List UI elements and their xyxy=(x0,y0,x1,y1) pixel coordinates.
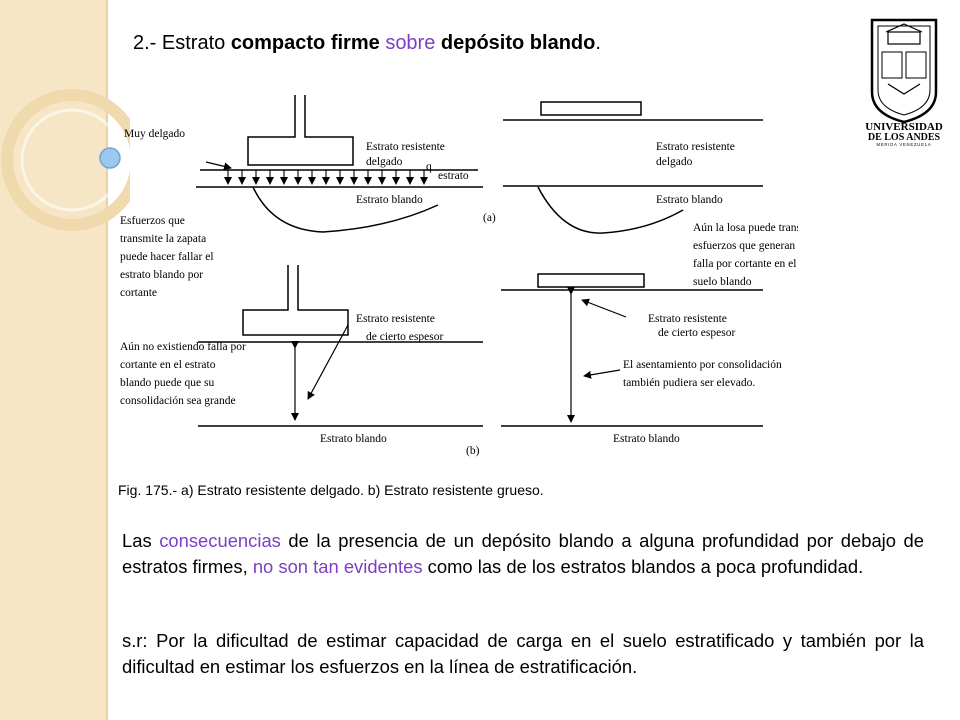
footing-b-left xyxy=(242,265,349,336)
logo-line-3: MERIDA VENEZUELA xyxy=(877,142,932,147)
failure-curve-a-right xyxy=(537,186,684,234)
label-er-cierto-right-1: Estrato resistente xyxy=(648,313,727,325)
label-er-cierto-left-2: de cierto espesor xyxy=(366,331,443,343)
note-a-left-1: Esfuerzos que xyxy=(120,215,185,227)
note-b-left-4: consolidación sea grande xyxy=(120,395,236,407)
logo-shield-inner xyxy=(877,25,931,116)
note-a-left-4: estrato blando por xyxy=(120,269,203,281)
logo-line-1: UNIVERSIDAD xyxy=(865,121,943,133)
label-q-estrato: estrato xyxy=(438,170,469,182)
leader-b-right-1 xyxy=(581,298,627,318)
title-bold-2: depósito blando xyxy=(440,32,596,54)
load-arrows xyxy=(224,170,428,185)
label-b: (b) xyxy=(466,445,480,457)
mat-a-right xyxy=(540,101,642,116)
arrow-muy-delgado xyxy=(205,161,232,171)
note-a-right-4: suelo blando xyxy=(693,276,752,288)
label-er-cierto-right-2: de cierto espesor xyxy=(658,327,735,339)
note-a-left-3: puede hacer fallar el xyxy=(120,251,214,263)
deco-bullet xyxy=(99,147,121,169)
deco-ring-inner xyxy=(20,108,124,212)
p1-part-3: como las de los estratos blandos a poca … xyxy=(422,556,864,577)
label-er-cierto-left-1: Estrato resistente xyxy=(356,313,435,325)
note-a-right-2: esfuerzos que generan la xyxy=(693,240,798,252)
label-a: (a) xyxy=(483,212,496,224)
label-er-delgado-right-2: delgado xyxy=(656,156,693,168)
label-estrato-blando-a-right: Estrato blando xyxy=(656,194,723,206)
footing-a-left xyxy=(247,95,354,166)
p1-part-2: de la presencia de un depósito blando a … xyxy=(122,530,924,577)
slide-title: 2.- Estrato compacto firme sobre depósit… xyxy=(133,32,601,55)
title-prefix: 2.- Estrato xyxy=(133,32,231,54)
note-a-right-3: falla por cortante en el xyxy=(693,258,796,270)
logo-book-right xyxy=(905,51,927,79)
foundation-diagram: Muy delgado Estrato resistente delgado q… xyxy=(120,95,798,457)
decorative-rings xyxy=(1,89,130,231)
logo-chevron xyxy=(887,83,921,95)
label-er-delgado-2: delgado xyxy=(366,156,403,168)
failure-curve-a-left xyxy=(252,186,439,233)
label-estrato-blando-a-left: Estrato blando xyxy=(356,194,423,206)
leader-b-right-2 xyxy=(583,369,621,379)
note-b-left-1: Aún no existiendo falla por xyxy=(120,341,246,353)
p1-purple-1: consecuencias xyxy=(159,530,281,551)
paragraph-consequences: Las consecuencias de la presencia de un … xyxy=(122,528,924,580)
logo-building xyxy=(887,31,921,45)
title-end: . xyxy=(595,32,601,54)
label-estrato-blando-b-left: Estrato blando xyxy=(320,433,387,445)
figure-caption: Fig. 175.- a) Estrato resistente delgado… xyxy=(118,482,544,498)
note-b-left-2: cortante en el estrato xyxy=(120,359,216,371)
logo-line-2: DE LOS ANDES xyxy=(868,132,941,143)
note-a-right-1: Aún la losa puede transmitir xyxy=(693,222,798,234)
note-a-left-2: transmite la zapata xyxy=(120,233,206,245)
p1-purple-2: no son tan evidentes xyxy=(252,556,423,577)
deco-ring-outer xyxy=(1,89,130,231)
label-er-delgado-1: Estrato resistente xyxy=(366,141,445,153)
note-b-right-2: también pudiera ser elevado. xyxy=(623,377,755,389)
label-er-delgado-right-1: Estrato resistente xyxy=(656,141,735,153)
paragraph-reason: s.r: Por la dificultad de estimar capaci… xyxy=(122,630,924,677)
logo-roof xyxy=(885,23,923,33)
label-estrato-blando-b-right: Estrato blando xyxy=(613,433,680,445)
sidebar-divider xyxy=(106,0,108,720)
note-a-left-5: cortante xyxy=(120,287,157,299)
title-bold-1: compacto firme xyxy=(230,32,380,54)
leader-b-left xyxy=(307,324,349,400)
note-b-right-1: El asentamiento por consolidación xyxy=(623,359,782,371)
logo-shield xyxy=(870,18,938,124)
p1-part-1: Las xyxy=(122,530,160,551)
logo-book-left xyxy=(881,51,903,79)
label-muy-delgado: Muy delgado xyxy=(124,128,185,140)
label-q: q xyxy=(426,161,432,173)
note-b-left-3: blando puede que su xyxy=(120,377,214,389)
university-logo: UNIVERSIDAD DE LOS ANDES MERIDA VENEZUEL… xyxy=(865,18,943,147)
mat-b-right xyxy=(537,273,645,288)
title-purple: sobre xyxy=(385,32,436,54)
